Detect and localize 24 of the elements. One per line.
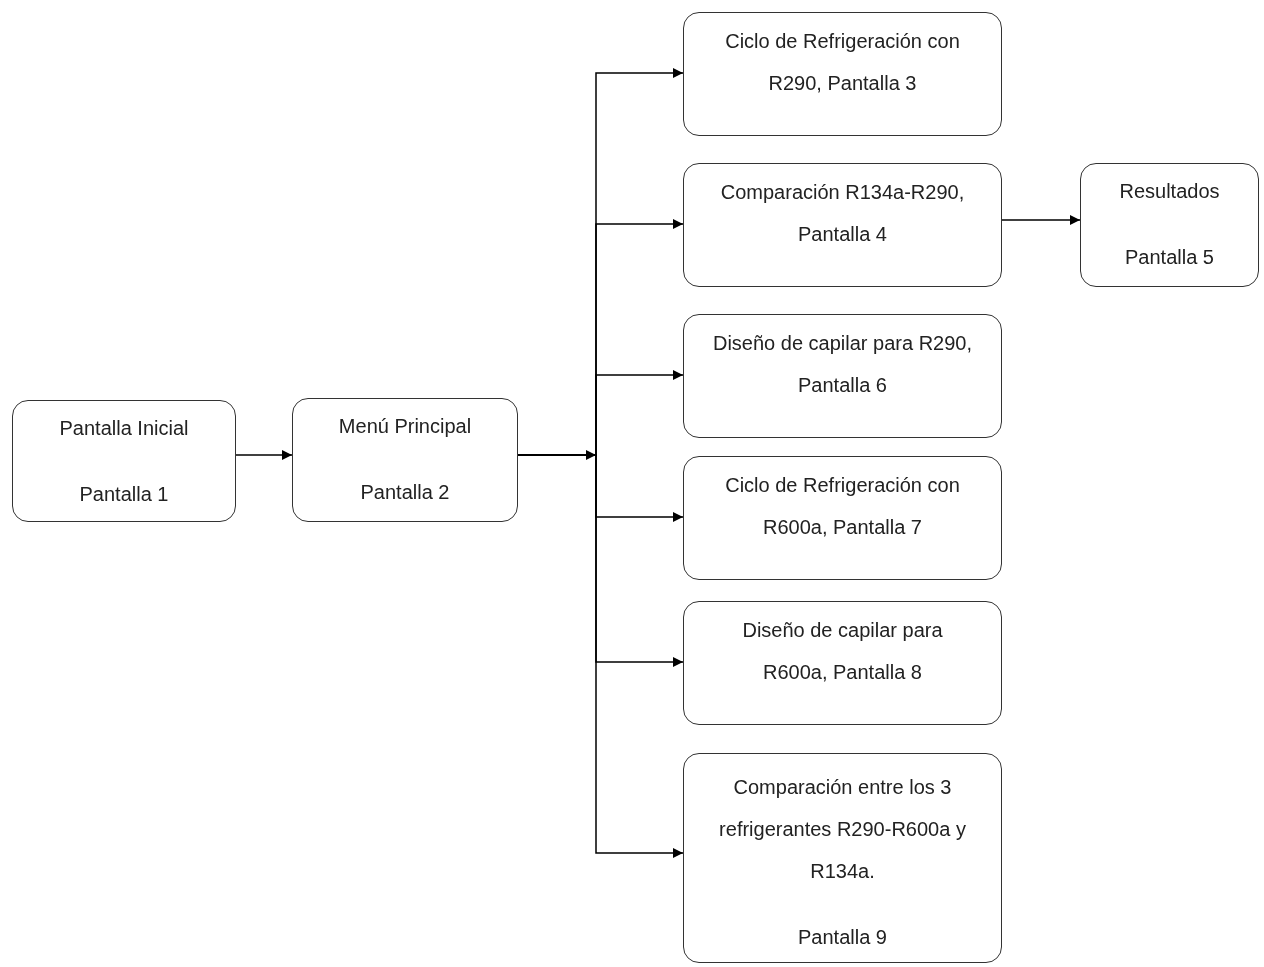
box-label: Pantalla 9: [797, 925, 888, 950]
box-label: Diseño de capilar para R600a, Pantalla 8: [741, 618, 944, 685]
box-label: Pantalla 1: [78, 482, 170, 507]
process-box: [683, 601, 1002, 725]
box-label: Resultados: [1118, 179, 1221, 204]
arrow: [1001, 215, 1081, 225]
box-label: Pantalla 5: [1124, 245, 1215, 270]
box-label: Comparación entre los 3 refrigerantes R290-R600a y R134a.: [718, 775, 967, 884]
box-label: Ciclo de Refrigeración con R290, Pantalla 3: [724, 29, 961, 96]
process-box: [683, 753, 1002, 963]
box-label: Pantalla 2: [359, 480, 451, 505]
box-label: Ciclo de Refrigeración con R600a, Pantalla 7: [724, 473, 961, 540]
process-box: [683, 12, 1002, 136]
box-label: Diseño de capilar para R290, Pantalla 6: [712, 331, 973, 398]
box-label: Comparación R134a-R290, Pantalla 4: [719, 180, 966, 247]
arrow: [235, 450, 293, 460]
process-box: [1080, 163, 1259, 287]
process-box: [292, 398, 518, 522]
box-label: Menú Principal: [337, 414, 473, 439]
process-box: [683, 163, 1002, 287]
box-label: Pantalla Inicial: [58, 416, 190, 441]
process-box: [12, 400, 236, 522]
process-box: [683, 456, 1002, 580]
process-box: [683, 314, 1002, 438]
